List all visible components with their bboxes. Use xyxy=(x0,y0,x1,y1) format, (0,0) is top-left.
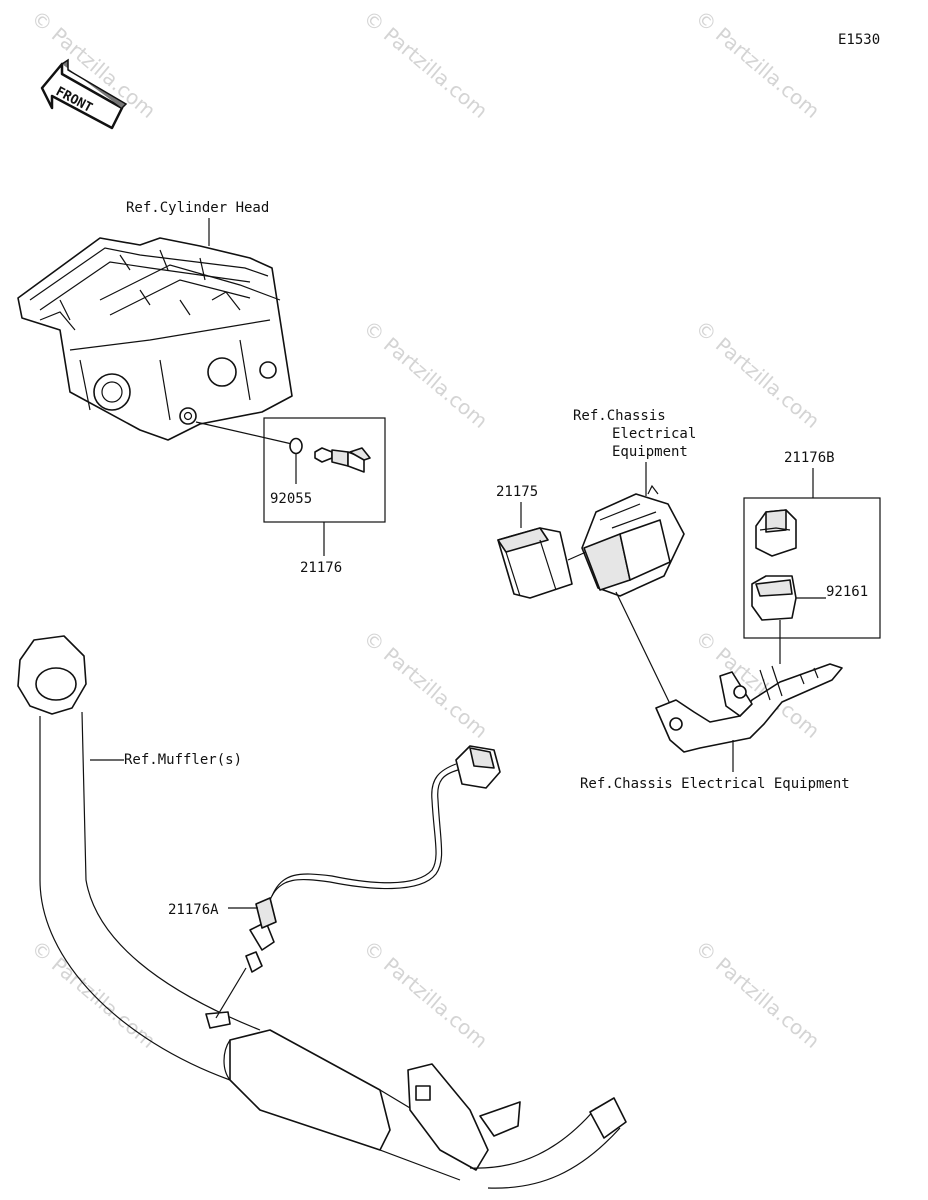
ref-mufflers-label: Ref.Muffler(s) xyxy=(124,752,242,768)
gasket-92055 xyxy=(289,437,303,455)
watermark: © Partzilla.com xyxy=(691,935,825,1053)
watermark: © Partzilla.com xyxy=(359,5,493,123)
connector-21176B xyxy=(755,509,797,557)
front-arrow-icon: FRONT xyxy=(40,58,128,130)
ref-cylinder-head-label: Ref.Cylinder Head xyxy=(126,200,269,216)
relay-21175 xyxy=(497,527,573,599)
exhaust-pipe xyxy=(17,635,627,1189)
part-label-21176: 21176 xyxy=(300,560,342,576)
oxygen-sensor-21176A xyxy=(215,745,501,1019)
relay-92161 xyxy=(751,575,797,621)
group-box-21176B xyxy=(743,497,881,639)
watermark: © Partzilla.com xyxy=(359,315,493,433)
watermark: © Partzilla.com xyxy=(691,315,825,433)
watermark: © Partzilla.com xyxy=(359,935,493,1053)
cylinder-head xyxy=(17,237,293,441)
ref-chassis-bottom-label: Ref.Chassis Electrical Equipment xyxy=(580,776,850,792)
part-label-21176B: 21176B xyxy=(784,450,835,466)
part-label-92055: 92055 xyxy=(270,491,312,507)
part-label-92161: 92161 xyxy=(826,584,868,600)
temperature-sensor-21176 xyxy=(314,447,371,473)
ref-chassis-label-line1: Ref.Chassis xyxy=(573,408,666,424)
ref-chassis-label-line2: Electrical xyxy=(612,426,696,442)
diagram-code: E1530 xyxy=(838,32,880,48)
ref-chassis-label-line3: Equipment xyxy=(612,444,688,460)
watermark: © Partzilla.com xyxy=(691,5,825,123)
part-label-21175: 21175 xyxy=(496,484,538,500)
relay-holder xyxy=(581,484,685,597)
watermark: © Partzilla.com xyxy=(359,625,493,743)
mounting-bracket xyxy=(655,663,843,753)
sensor-leader-line xyxy=(195,421,293,445)
watermarks: © Partzilla.com © Partzilla.com © Partzi… xyxy=(27,5,825,1053)
part-label-21176A: 21176A xyxy=(168,902,219,918)
